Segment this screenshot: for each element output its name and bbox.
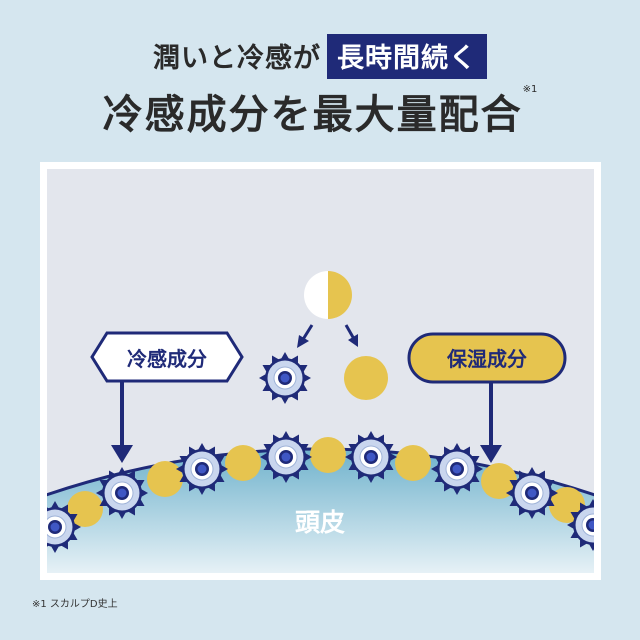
moisture-particle-falling	[344, 356, 388, 400]
scalp-label: 頭皮	[295, 508, 345, 537]
diagram-panel: 冷感成分 保湿成分 頭皮	[40, 162, 601, 580]
headline-highlight: 長時間続く	[327, 34, 487, 79]
cooling-label-box	[90, 331, 244, 383]
cooling-label: 冷感成分	[127, 347, 207, 371]
right-pointer-arrow	[480, 382, 502, 463]
moisture-label: 保湿成分	[446, 347, 527, 371]
diagram-svg: 冷感成分 保湿成分 頭皮	[47, 271, 594, 573]
footnote-mark: ※1	[522, 84, 538, 95]
moisture-label-box	[407, 332, 567, 384]
arrow-icons	[297, 324, 358, 348]
capsule-icon	[304, 271, 352, 319]
headline-prefix: 潤いと冷感が	[153, 43, 321, 74]
headline-main: 冷感成分を最大量配合	[102, 92, 523, 138]
footnote: ※1 スカルプD史上	[32, 599, 118, 610]
left-pointer-arrow	[111, 381, 133, 463]
headline-line1: 潤いと冷感が長時間続く	[0, 34, 640, 79]
headline-line2: 冷感成分を最大量配合※1	[0, 82, 640, 140]
cooling-particle-falling	[258, 351, 312, 405]
moisture-particles	[67, 437, 585, 527]
